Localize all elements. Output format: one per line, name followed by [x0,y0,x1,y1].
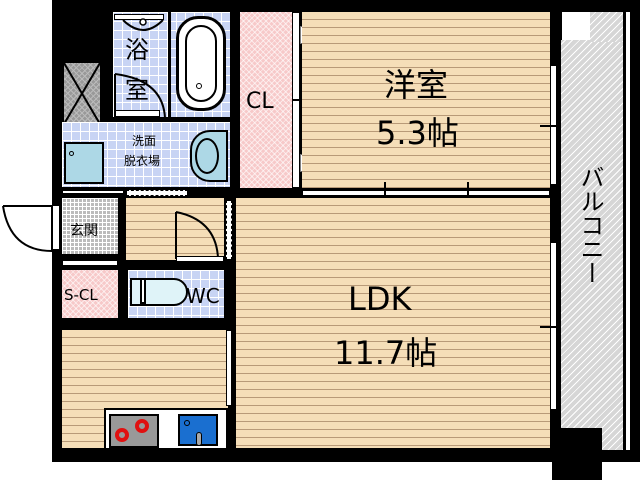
kitchen-wall-opening [226,330,232,406]
western-room-name: 洋室 [384,66,449,104]
ldk-name: LDK [348,280,412,318]
western-room-sliding-door[interactable] [302,190,550,196]
shower-icon [122,18,164,31]
entrance[interactable]: 玄関 [62,198,118,254]
washroom-label-1: 洗面 [132,134,157,148]
balcony-rail-inner [626,12,632,450]
door-mark [467,182,469,208]
bath-divider [168,12,171,117]
ldk[interactable]: LDK 11.7帖 [236,198,550,448]
door-mark [384,182,386,208]
washing-machine-pan [64,142,104,184]
kitchen-counter [104,408,228,450]
western-room[interactable]: 洋室 5.3帖 [302,12,550,188]
closet-label: CL [246,89,274,114]
closet-door-lower[interactable] [292,100,300,188]
balcony-top [590,12,623,42]
bathroom-label-2: 室 [125,76,149,104]
balcony-label: バルコニー [576,165,604,285]
wash-basin [190,130,228,182]
washroom[interactable]: 洗面 脱衣場 [62,122,230,187]
window-mark [540,326,570,328]
toilet-bowl [130,278,188,306]
shoe-closet-label: S-CL [64,286,98,304]
washroom-sliding-door[interactable] [126,190,188,196]
burner-icon [115,428,129,442]
entrance-step [62,260,118,266]
front-door[interactable] [0,203,55,253]
closet-door-upper[interactable] [292,12,300,100]
balcony-outer-frame [632,0,640,462]
toilet-label: WC [186,284,220,308]
washroom-sill [62,190,124,194]
hall-sliding-door[interactable] [226,200,232,260]
bath-shower-bar [114,14,164,20]
gas-stove [109,414,159,448]
western-room-size: 5.3帖 [376,114,459,152]
toilet-tank [140,278,146,304]
burner-icon [135,419,149,433]
shaft-x-icon [64,63,100,124]
washroom-label-2: 脱衣場 [124,154,161,168]
toilet-door-sill [176,256,224,262]
closet[interactable]: CL [240,12,292,188]
kitchen-sink [178,414,218,446]
balcony-top-wall [552,0,640,12]
window-mark [540,125,570,127]
bathroom-door-sill [115,110,160,117]
balcony[interactable] [561,40,623,450]
ldk-size: 11.7帖 [334,334,438,372]
balcony-rail [623,12,626,450]
bathroom[interactable]: 浴 室 [113,12,230,119]
shoe-closet[interactable]: S-CL [62,270,118,318]
faucet-icon [196,432,202,446]
bathtub [176,16,226,111]
entrance-label: 玄関 [70,223,98,239]
pipe-shaft [62,61,102,126]
toilet[interactable]: WC [128,270,224,318]
column-bottom [552,428,602,480]
drain-icon [196,83,202,89]
bathroom-label-1: 浴 [125,36,149,64]
